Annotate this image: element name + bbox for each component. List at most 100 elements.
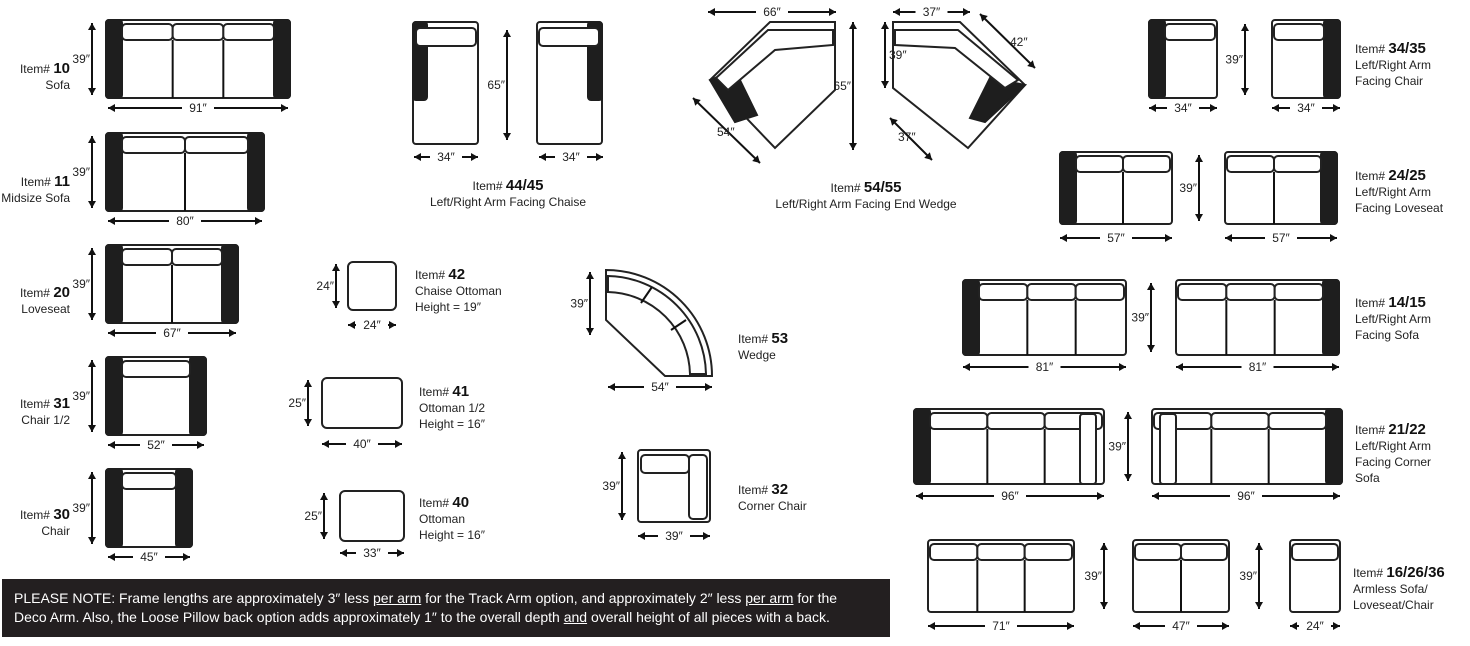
width-label: 71″	[992, 619, 1010, 633]
ottoman-outline	[339, 490, 405, 542]
arrowhead	[88, 88, 96, 95]
arrowhead	[881, 22, 889, 29]
arrowhead	[1195, 214, 1203, 221]
back-cushion	[929, 412, 989, 430]
arrowhead	[88, 313, 96, 320]
arrowhead	[1027, 60, 1035, 68]
arm-block	[273, 19, 291, 99]
arrowhead	[414, 153, 421, 161]
arm-block	[105, 356, 123, 436]
width-label: 47″	[1172, 619, 1190, 633]
arrowhead	[304, 419, 312, 426]
arrowhead	[1333, 622, 1340, 630]
back-cushion	[121, 23, 174, 41]
note-line-1: PLEASE NOTE: Frame lengths are approxima…	[14, 590, 838, 606]
item-description: Left/Right Arm	[1355, 58, 1431, 72]
item-description: Wedge	[738, 348, 776, 362]
item-number: Item# 30	[20, 506, 70, 523]
arrowhead	[281, 104, 288, 112]
arrowhead	[332, 301, 340, 308]
back-cushion	[1180, 543, 1228, 561]
width-label: 34″	[1174, 101, 1192, 115]
depth-label: 39″	[1179, 181, 1197, 195]
arrowhead	[1210, 104, 1217, 112]
item-description: Ottoman	[419, 512, 465, 526]
ottoman-outline	[321, 377, 403, 429]
width-label: 96″	[1237, 489, 1255, 503]
arrowhead	[1119, 363, 1126, 371]
back-cushion	[1177, 283, 1228, 301]
arrowhead	[1222, 622, 1229, 630]
back-cushion	[222, 23, 275, 41]
arrowhead	[108, 329, 115, 337]
back-cushion	[1075, 155, 1124, 173]
arrowhead	[88, 537, 96, 544]
item-description: Left/Right Arm	[1355, 439, 1431, 453]
arrowhead	[705, 383, 712, 391]
diagonal-label: 37″	[898, 130, 916, 144]
arrowhead	[389, 321, 396, 329]
arm-block	[105, 468, 123, 548]
arrowhead	[916, 492, 923, 500]
width-label: 57″	[1107, 231, 1125, 245]
item-number: Item# 32	[738, 481, 788, 498]
item-54-55: 66″37″65″39″42″54″37″Item# 54/55Left/Rig…	[692, 5, 1036, 211]
arrowhead	[320, 493, 328, 500]
depth-label: 39″	[1225, 53, 1243, 67]
arrowhead	[1195, 155, 1203, 162]
depth-label: 39″	[72, 501, 90, 515]
depth-label: 39″	[602, 479, 620, 493]
arm-block	[175, 468, 193, 548]
arrowhead	[1100, 602, 1108, 609]
arm-block	[913, 408, 931, 485]
back-cushion	[184, 136, 249, 154]
width-label: 81″	[1249, 360, 1267, 374]
item-description: Sofa	[45, 78, 70, 92]
back-cushion	[171, 23, 225, 41]
arrowhead	[618, 452, 626, 459]
width-label: 67″	[163, 326, 181, 340]
width-label: 34″	[437, 150, 455, 164]
width-label: 96″	[1001, 489, 1019, 503]
item-description: Facing Sofa	[1355, 328, 1419, 342]
item-number: Item# 14/15	[1355, 294, 1426, 311]
depth-label: 39″	[1131, 311, 1149, 325]
arrowhead	[229, 329, 236, 337]
arrowhead	[752, 155, 760, 163]
arm-block	[105, 132, 123, 212]
seat-divider	[640, 286, 653, 304]
arrowhead	[1147, 345, 1155, 352]
arrowhead	[1272, 104, 1279, 112]
depth-label: 39″	[72, 389, 90, 403]
arrowhead	[395, 440, 402, 448]
arm-block	[105, 244, 123, 324]
arrowhead	[881, 81, 889, 88]
item-description: Corner Chair	[738, 499, 807, 513]
arrowhead	[255, 217, 262, 225]
item-number: Item# 20	[20, 284, 70, 301]
arrowhead	[890, 118, 898, 126]
item-description: Armless Sofa/	[1353, 582, 1428, 596]
arrowhead	[608, 383, 615, 391]
item-description: Height = 19″	[415, 300, 482, 314]
arrowhead	[1060, 234, 1067, 242]
back-cushion	[1122, 155, 1171, 173]
arrowhead	[928, 622, 935, 630]
arrowhead	[618, 513, 626, 520]
arrowhead	[88, 201, 96, 208]
item-number: Item# 53	[738, 330, 788, 347]
arrowhead	[1067, 622, 1074, 630]
diagonal-label: 42″	[1010, 35, 1028, 49]
back-cushion	[986, 412, 1046, 430]
corner-end-cushion	[1079, 413, 1097, 485]
arrowhead	[88, 425, 96, 432]
depth-label: 65″	[487, 78, 505, 92]
